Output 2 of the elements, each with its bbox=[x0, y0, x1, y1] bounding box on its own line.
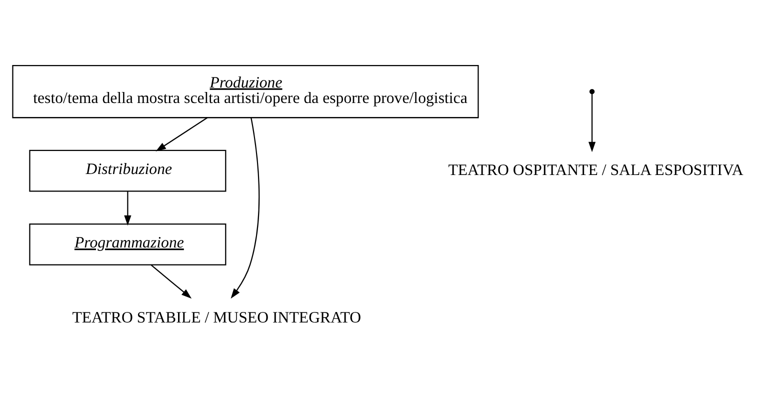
node-text: TEATRO OSPITANTE / SALA ESPOSITIVA bbox=[448, 162, 744, 180]
node-text: TEATRO STABILE / MUSEO INTEGRATO bbox=[72, 309, 362, 326]
